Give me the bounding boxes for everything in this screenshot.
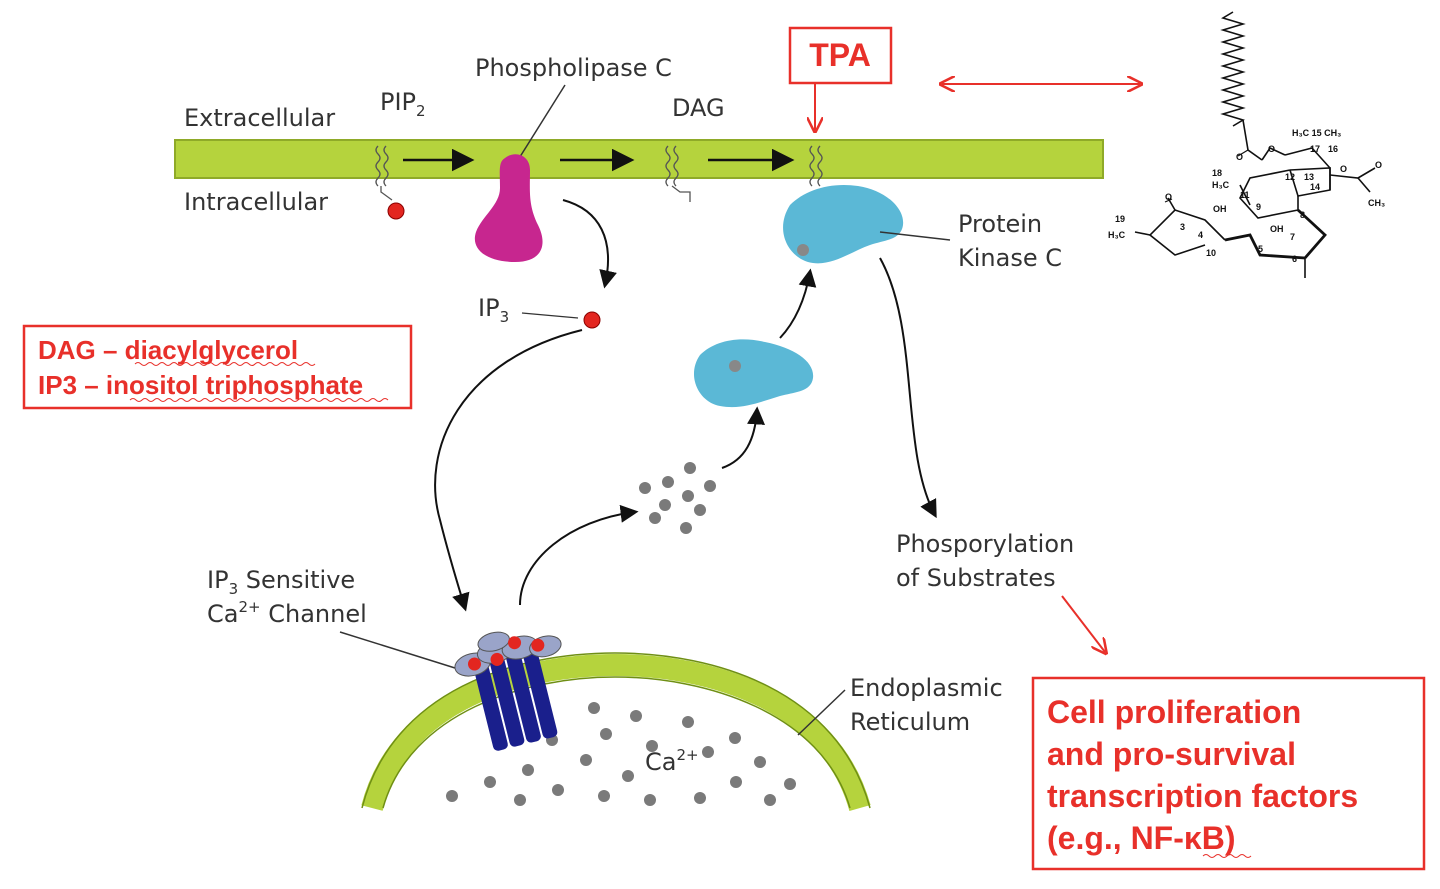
er-label-1: Endoplasmic	[850, 674, 1003, 702]
svg-text:O: O	[1236, 152, 1243, 162]
outcome-line-2: and pro-survival	[1047, 736, 1296, 772]
pkc-lipid-tail	[809, 145, 823, 187]
svg-text:17: 17	[1310, 144, 1320, 154]
ip3-receptor-channel	[454, 631, 562, 751]
svg-text:11: 11	[1240, 190, 1250, 200]
svg-text:18: 18	[1212, 168, 1222, 178]
svg-text:H₃C 15 CH₃: H₃C 15 CH₃	[1292, 128, 1341, 138]
spellcheck-squiggle-1	[134, 362, 316, 366]
svg-text:10: 10	[1206, 248, 1216, 258]
dag-lipid-tail	[665, 145, 679, 187]
legend-ip3: IP3 – inositol triphosphate	[38, 370, 363, 400]
tpa-chemical-structure	[1134, 11, 1376, 278]
er-label-2: Reticulum	[850, 708, 970, 736]
svg-text:OH: OH	[1270, 224, 1284, 234]
svg-text:7: 7	[1290, 232, 1295, 242]
channel-label-1: IP3 Sensitive	[207, 566, 355, 598]
svg-text:CH₃: CH₃	[1368, 198, 1385, 208]
svg-text:6: 6	[1292, 254, 1297, 264]
tpa-box	[788, 26, 893, 85]
outcome-line-1: Cell proliferation	[1047, 694, 1301, 730]
svg-text:O: O	[1165, 192, 1172, 202]
ip3-dot	[583, 311, 601, 329]
er-label-leader	[797, 689, 846, 736]
abbreviation-legend-box	[22, 324, 413, 410]
tpa-label: TPA	[809, 37, 871, 73]
svg-text:13: 13	[1304, 172, 1314, 182]
phospholipase-c-enzyme	[474, 154, 543, 262]
svg-text:9: 9	[1256, 202, 1261, 212]
outcome-box	[1031, 676, 1426, 871]
pkc-to-phosphorylation-arrow	[879, 257, 937, 519]
ip3-to-channel-arrow	[434, 329, 583, 612]
pkc-cytosolic-dot	[729, 360, 741, 372]
protein-kinase-c-membrane	[783, 184, 904, 264]
outcome-line-3: transcription factors	[1047, 778, 1358, 814]
phospholipase-c-label: Phospholipase C	[475, 54, 672, 82]
legend-dag: DAG – diacylglycerol	[38, 335, 298, 365]
svg-text:3: 3	[1180, 222, 1185, 232]
intracellular-label: Intracellular	[184, 188, 328, 216]
pip2-lipid-tail	[375, 145, 389, 187]
svg-text:14: 14	[1310, 182, 1320, 192]
er-calcium-ions	[446, 702, 796, 806]
phospholipase-c-leader	[517, 84, 566, 161]
svg-text:19: 19	[1115, 214, 1125, 224]
svg-text:O: O	[1375, 160, 1382, 170]
svg-text:O: O	[1268, 144, 1275, 154]
pkc-label-leader	[879, 231, 951, 241]
svg-text:8: 8	[1300, 210, 1305, 220]
phosphorylation-label-2: of Substrates	[896, 564, 1056, 592]
protein-kinase-c-label-2: Kinase C	[958, 244, 1062, 272]
phosphorylation-label-1: Phosporylation	[896, 530, 1074, 558]
svg-text:O: O	[1340, 164, 1347, 174]
svg-text:5: 5	[1258, 244, 1263, 254]
svg-text:OH: OH	[1213, 204, 1227, 214]
outcome-line-4: (e.g., NF-κB)	[1047, 820, 1235, 856]
pip2-headgroup-dot	[387, 202, 405, 220]
extracellular-label: Extracellular	[184, 104, 335, 132]
protein-kinase-c-cytosolic	[693, 339, 814, 408]
svg-text:H₃C: H₃C	[1212, 180, 1230, 190]
endoplasmic-reticulum-membrane	[361, 653, 871, 812]
ca-to-pkc-arrow	[721, 406, 766, 469]
svg-text:16: 16	[1328, 144, 1338, 154]
pip2-label: PIP2	[380, 88, 426, 120]
pkc-translocation-arrow	[779, 268, 817, 339]
channel-to-calcium-arrow	[519, 504, 639, 606]
channel-label-leader	[339, 631, 456, 669]
released-calcium-ions	[639, 462, 716, 534]
plc-to-ip3-arrow	[562, 199, 617, 289]
tpa-structure-labels: H₃C 15 CH₃ 17 16 18 H₃C 11 12 13 14 9 OH…	[1108, 128, 1385, 264]
svg-text:H₃C: H₃C	[1108, 230, 1126, 240]
dag-label: DAG	[672, 94, 725, 122]
ip3-label: IP3	[478, 294, 509, 326]
er-calcium-label: Ca2+	[645, 746, 699, 776]
svg-text:4: 4	[1198, 230, 1203, 240]
protein-kinase-c-label-1: Protein	[958, 210, 1042, 238]
svg-text:12: 12	[1285, 172, 1295, 182]
channel-label-2: Ca2+ Channel	[207, 598, 367, 628]
phosphorylation-to-outcome-arrow	[1061, 595, 1105, 652]
spellcheck-squiggle-2	[129, 398, 389, 402]
pkc-membrane-dot	[797, 244, 809, 256]
plasma-membrane	[174, 139, 1104, 179]
